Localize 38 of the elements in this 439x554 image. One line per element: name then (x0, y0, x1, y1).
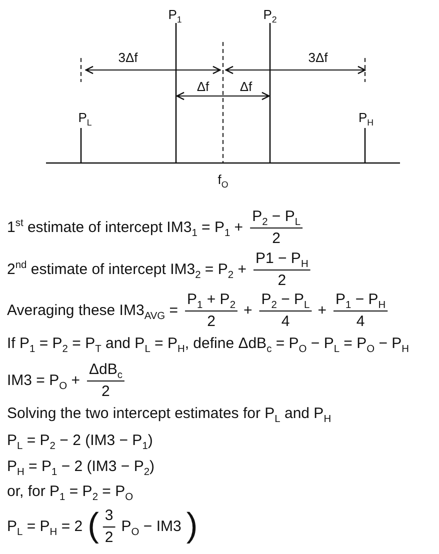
parenthesis: ) (186, 508, 198, 545)
fraction-denominator: 2 (272, 230, 280, 248)
equation-text: 1$^{st}$ estimate of intercept IM3$_{1}$ = P$_{1}$ + (7, 220, 244, 236)
fraction-numerator: P$_{1}$ − P$_{H}$ (335, 292, 386, 308)
equation-text: + (318, 302, 326, 320)
equation-text: Solving the two intercept estimates for P$_{L}$ and P$_{H}$ (7, 406, 332, 422)
fraction-numerator: P$_{2}$ − P$_{L}$ (252, 208, 301, 226)
fraction-numerator: P$_{2}$ − P$_{L}$ (261, 292, 310, 308)
fraction-numerator: ΔdB$_{c}$ (88, 362, 122, 378)
fraction-denominator: 4 (281, 314, 290, 330)
line-label: P$_{L}$ (78, 110, 92, 126)
fraction-denominator: 2 (207, 314, 216, 330)
equation-text: 2$^{nd}$ estimate of intercept IM3$_{2}$ = P$_{2}$ + (7, 262, 246, 278)
parenthesis: ( (88, 508, 99, 545)
fraction-numerator: P$_{1}$ + P$_{2}$ (187, 292, 236, 308)
equation-text: or, for P$_{1}$ = P$_{2}$ = P$_{O}$ (7, 484, 134, 500)
fraction-denominator: 4 (356, 314, 365, 330)
frequency-label: f$_{O}$ (218, 172, 228, 188)
spacing-label: 3Δf (308, 50, 328, 66)
equation-text: P$_{H}$ = P$_{1}$ − 2 (IM3 − P$_{2}$) (7, 458, 155, 476)
fraction-denominator: 2 (102, 384, 110, 400)
fraction-denominator: 2 (278, 272, 286, 290)
equation-text: P$_{L}$ = P$_{H}$ = 2 (7, 518, 83, 536)
equation-text: P$_{O}$ − IM3 (121, 518, 182, 536)
fraction-numerator: P1 − P$_{H}$ (255, 250, 308, 268)
spacing-label: Δf (196, 80, 210, 94)
equation-text: + (243, 302, 252, 320)
equation-text: P$_{L}$ = P$_{2}$ − 2 (IM3 − P$_{1}$) (7, 432, 153, 450)
fraction-denominator: 2 (104, 530, 114, 546)
line-label: P$_{1}$ (168, 8, 182, 22)
equation-text: Averaging these IM3$_{AVG}$ = (7, 302, 178, 320)
line-label: P$_{2}$ (263, 8, 277, 22)
equation-text: IM3 = P$_{O}$ + (7, 372, 80, 390)
fraction-numerator: 3 (104, 508, 114, 524)
equation-text: If P$_{1}$ = P$_{2}$ = P$_{T}$ and P$_{L}$ = P$_{H}$, define ΔdB$_{c}$ = P$_{O}$ − P$_{L}$ = P$_{O}$ − P$_{H}$ (7, 336, 410, 352)
spacing-label: Δf (240, 80, 252, 94)
line-label: P$_{H}$ (358, 110, 374, 126)
spacing-label: 3Δf (118, 50, 138, 66)
